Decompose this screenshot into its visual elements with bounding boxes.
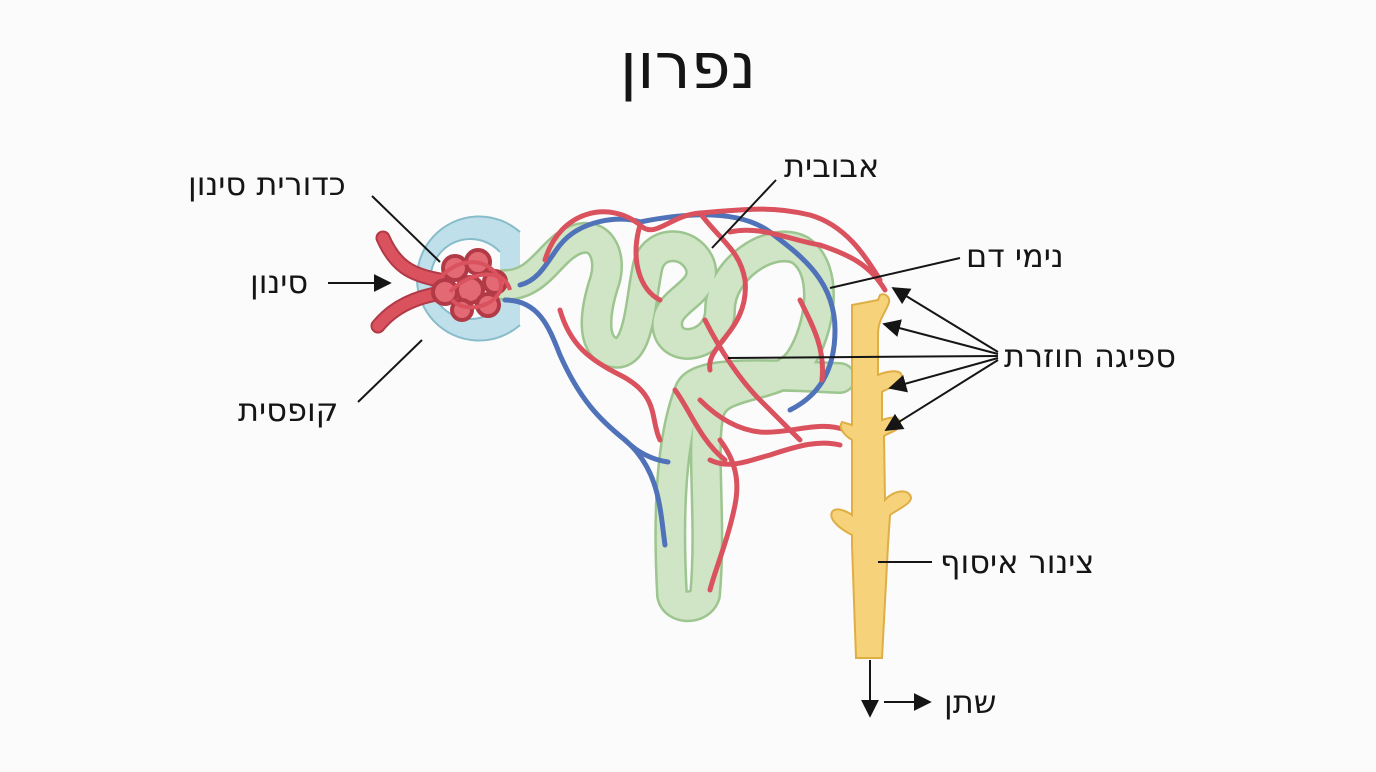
veins	[502, 212, 838, 548]
collecting-duct	[830, 293, 912, 659]
diagram-title: נפרון	[619, 30, 757, 104]
renal-tubule	[489, 221, 856, 623]
arrow-reabsorption-1	[891, 287, 999, 353]
label-reabsorption: ספיגה חוזרת	[1004, 337, 1176, 375]
leader-capsule	[357, 339, 423, 403]
label-glomerulus: כדורית סינון	[188, 165, 346, 203]
label-capillaries: נימי דם	[966, 237, 1064, 275]
arrow-reabsorption-3	[888, 357, 999, 393]
capillaries	[542, 206, 888, 593]
leader-reabsorption	[727, 355, 999, 359]
label-collecting-duct: צינור איסוף	[940, 543, 1095, 581]
leader-tubule	[711, 179, 777, 249]
label-filtration: סינון	[250, 263, 309, 301]
glomerulus	[431, 248, 512, 322]
label-tubule: אבובית	[784, 147, 880, 185]
arrow-reabsorption-2	[882, 319, 999, 355]
label-urine: שתן	[944, 683, 997, 721]
leader-capillaries	[829, 257, 961, 289]
annotation-lines	[328, 179, 999, 718]
leader-glomerulus	[371, 195, 441, 263]
arrow-reabsorption-4	[884, 359, 999, 431]
label-capsule: קופסית	[238, 391, 339, 429]
